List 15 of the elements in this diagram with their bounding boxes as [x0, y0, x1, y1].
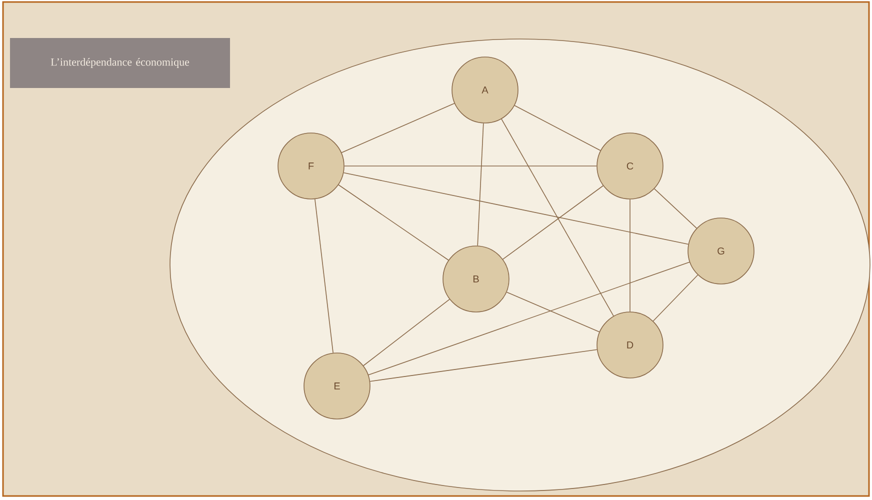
title-box: L’interdépendance économique — [10, 38, 230, 88]
connector-line — [502, 185, 604, 260]
connector-line — [477, 122, 484, 246]
connector-line — [652, 274, 698, 322]
connector-line — [314, 198, 334, 354]
connector-line — [341, 102, 455, 154]
connector-line — [343, 172, 689, 245]
connector-line — [370, 349, 598, 382]
connector-line — [506, 292, 600, 332]
connector-line — [368, 262, 690, 376]
connector-line — [514, 105, 601, 151]
connector-line — [363, 298, 450, 366]
connector-line — [501, 118, 614, 316]
connector-line — [654, 188, 697, 229]
connector-line — [338, 184, 449, 261]
